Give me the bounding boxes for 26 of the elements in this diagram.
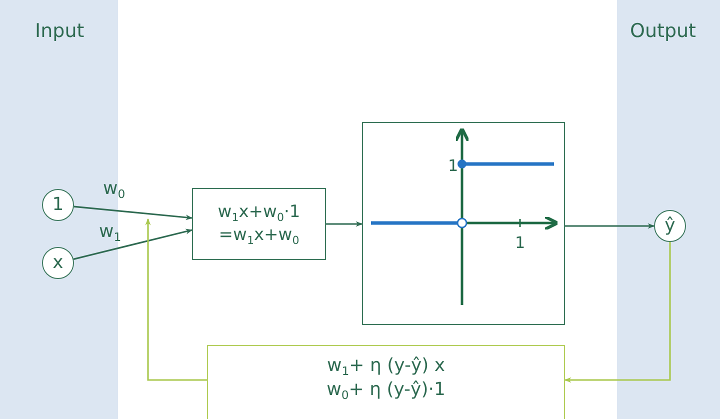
node-circle: [42, 189, 74, 221]
band-heading: Output: [630, 20, 696, 42]
formula-text: w$_{1}$x+w$_{0}$·1: [218, 201, 300, 224]
arrow: [74, 206, 193, 220]
node-circle: [654, 210, 686, 242]
arrow: [73, 228, 193, 260]
formula-text: w$_{1}$+ η (y-ŷ) x: [326, 354, 445, 378]
formula-text: w$_{0}$+ η (y-ŷ)·1: [326, 378, 446, 403]
arrow: [564, 242, 671, 383]
arrow: [145, 218, 207, 381]
side-band: [617, 0, 720, 419]
band-heading: Input: [35, 20, 84, 42]
update-box: [207, 345, 565, 419]
node-label: 1: [52, 196, 64, 214]
plot-box: [362, 122, 565, 325]
node-label: x: [52, 254, 64, 272]
arrow: [565, 223, 655, 229]
node-circle: [42, 247, 74, 279]
formula-text: =w$_{1}$x+w$_{0}$: [218, 224, 300, 247]
edge-label: w$_{0}$: [103, 180, 126, 198]
tick-label: 1: [515, 235, 526, 251]
arrow: [326, 221, 363, 227]
process-box: [192, 188, 326, 260]
tick-label: 1: [448, 158, 458, 174]
node-label: ŷ: [664, 217, 676, 235]
edge-label: w$_{1}$: [99, 223, 122, 241]
